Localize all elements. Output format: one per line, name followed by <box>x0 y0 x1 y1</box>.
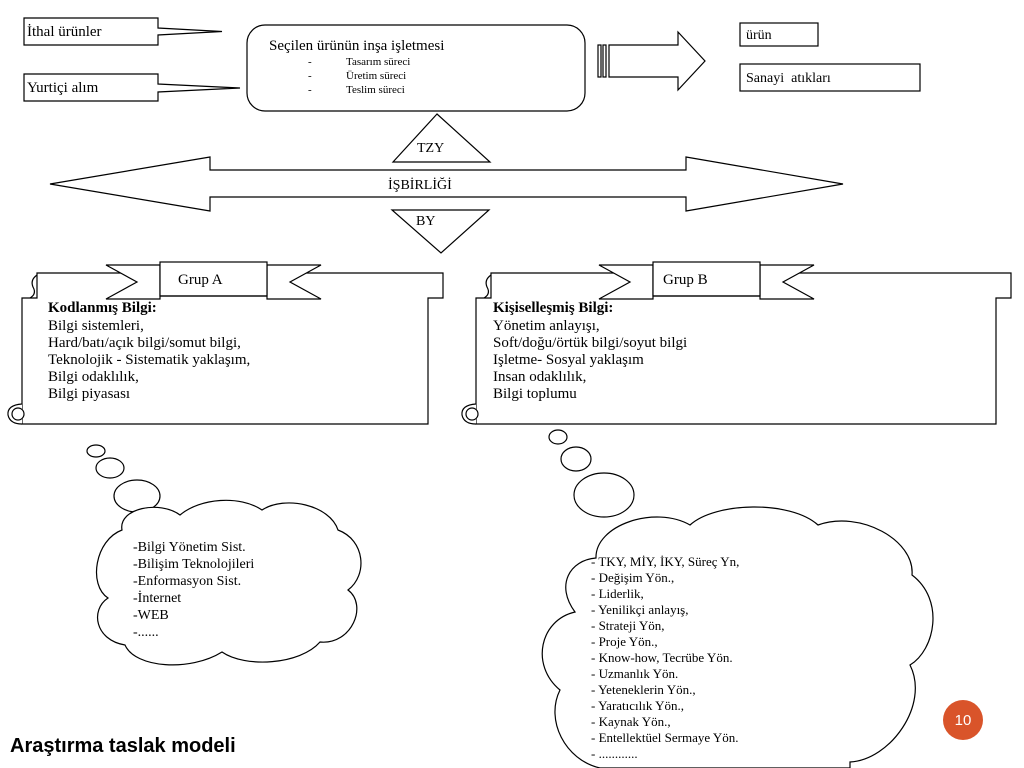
domestic-arrow <box>23 73 241 102</box>
cloud-a-line: -Bilişim Teknolojileri <box>133 557 254 572</box>
group-a-line: Hard/batı/açık bilgi/somut bilgi, <box>48 335 241 351</box>
group-b-line: Bilgi toplumu <box>493 386 577 402</box>
waste-label: Sanayi atıkları <box>746 71 831 86</box>
slide-title: Araştırma taslak modeli <box>10 735 236 757</box>
cloud-b-line: - Know-how, Tecrübe Yön. <box>591 650 733 665</box>
tzy-triangle <box>391 113 492 163</box>
product-box <box>739 22 819 47</box>
svg-text:-: - <box>308 70 312 82</box>
import-label: İthal ürünler <box>27 24 102 40</box>
group-b-heading: Kişiselleşmiş Bilgi: <box>493 300 613 316</box>
group-b-tab: Grup B <box>663 272 708 288</box>
cloud-b-line: - Değişim Yön., <box>591 570 674 585</box>
product-label: ürün <box>746 28 772 43</box>
page-number-badge: 10 <box>943 700 983 740</box>
domestic-label: Yurtiçi alım <box>27 80 99 96</box>
import-arrow <box>23 17 223 46</box>
svg-text:-: - <box>308 56 312 68</box>
cooperation-label: İŞBİRLİĞİ <box>388 176 452 193</box>
group-b-scroll <box>461 261 1012 425</box>
cloud-b <box>541 429 934 768</box>
group-b-line: Insan odaklılık, <box>493 369 586 385</box>
cooperation-double-arrow <box>49 156 844 212</box>
cloud-a-line: -Enformasyon Sist. <box>133 574 241 589</box>
output-arrow-stripe-1 <box>597 44 602 78</box>
group-a-tab: Grup A <box>178 272 223 288</box>
tzy-label: TZY <box>417 141 444 156</box>
group-a-line: Bilgi odaklılık, <box>48 369 139 385</box>
center-box-item: Tasarım süreci <box>346 56 410 68</box>
group-b-line: Soft/doğu/örtük bilgi/soyut bilgi <box>493 335 687 351</box>
by-label: BY <box>416 214 435 229</box>
group-a-line: Bilgi sistemleri, <box>48 318 144 334</box>
group-a-line: Bilgi piyasası <box>48 386 130 402</box>
group-b-line: Işletme- Sosyal yaklaşım <box>493 352 644 368</box>
svg-text:-: - <box>308 84 312 96</box>
group-a-line: Teknolojik - Sistematik yaklaşım, <box>48 352 250 368</box>
cloud-a-line: -İnternet <box>133 590 181 606</box>
cloud-a-line: -WEB <box>133 608 169 623</box>
cloud-b-line: - Uzmanlık Yön. <box>591 666 678 681</box>
cloud-b-line: - Entellektüel Sermaye Yön. <box>591 730 739 745</box>
center-box-title: Seçilen ürünün inşa işletmesi <box>269 38 444 54</box>
group-a-heading: Kodlanmış Bilgi: <box>48 300 157 316</box>
center-process-box <box>246 24 586 112</box>
cloud-b-line: - Liderlik, <box>591 586 644 601</box>
cloud-b-line: - ............ <box>591 746 638 761</box>
cloud-b-line: - Proje Yön., <box>591 634 658 649</box>
cloud-b-line: - TKY, MİY, İKY, Süreç Yn, <box>591 554 739 569</box>
output-arrow <box>608 30 706 92</box>
by-triangle <box>390 209 491 254</box>
output-arrow-stripe-2 <box>602 44 607 78</box>
cloud-b-line: - Yeteneklerin Yön., <box>591 682 696 697</box>
group-a-scroll <box>7 261 444 425</box>
cloud-a <box>86 444 362 666</box>
group-b-line: Yönetim anlayışı, <box>493 318 600 334</box>
center-box-item: Üretim süreci <box>346 70 406 82</box>
center-box-item: Teslim süreci <box>346 84 405 96</box>
waste-box <box>739 63 921 92</box>
cloud-b-line: - Yenilikçi anlayış, <box>591 602 689 617</box>
cloud-a-line: -...... <box>133 625 159 640</box>
cloud-b-line: - Yaratıcılık Yön., <box>591 698 684 713</box>
cloud-b-line: - Kaynak Yön., <box>591 714 671 729</box>
cloud-b-line: - Strateji Yön, <box>591 618 665 633</box>
cloud-a-line: -Bilgi Yönetim Sist. <box>133 540 246 555</box>
